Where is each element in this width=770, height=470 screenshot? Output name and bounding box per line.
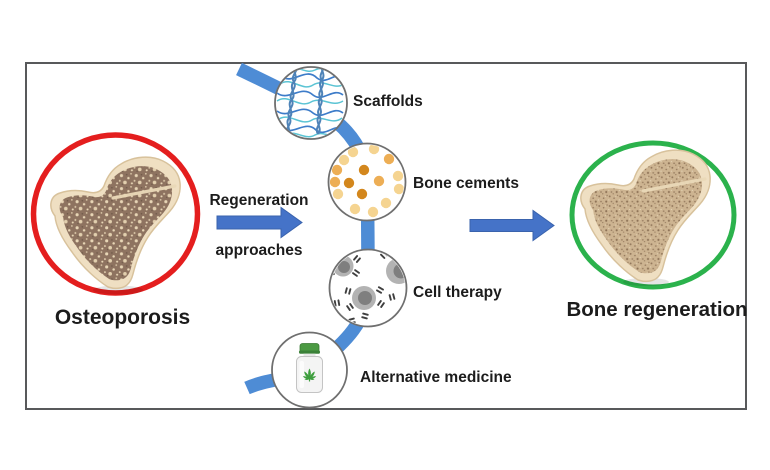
alternative-medicine-label: Alternative medicine (360, 369, 512, 386)
regenerated-bone-icon (580, 149, 711, 286)
cannabis-bottle-icon (296, 343, 323, 393)
arrow-label-line2: approaches (215, 242, 303, 259)
osteoporotic-bone-icon (50, 156, 181, 295)
result-arrow (469, 209, 555, 242)
bone-regeneration-label: Bone regeneration (566, 298, 748, 321)
bone-cements-label: Bone cements (413, 175, 519, 192)
cell-therapy-label: Cell therapy (413, 284, 502, 301)
cells-icon (330, 250, 406, 325)
osteoporosis-label: Osteoporosis (54, 306, 191, 329)
cement-granules-icon (329, 144, 405, 218)
scaffolds-label: Scaffolds (353, 93, 423, 110)
regeneration-arrow (216, 206, 303, 239)
arrow-label-line1: Regeneration (209, 192, 309, 209)
